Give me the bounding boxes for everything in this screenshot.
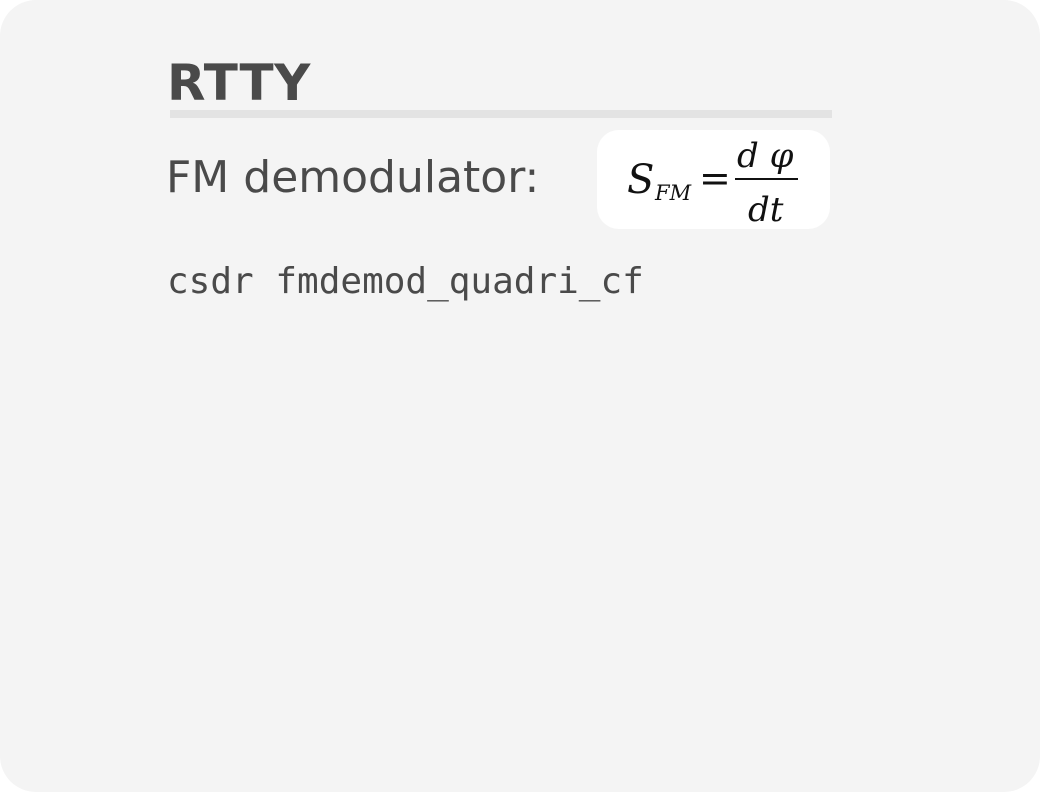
formula-numerator: d φ — [737, 136, 794, 176]
subtitle: FM demodulator: — [166, 152, 540, 203]
formula-equals: = — [699, 156, 731, 200]
title-underline — [170, 110, 832, 118]
formula-graphic: S FM = d φ dt — [627, 136, 798, 229]
slide-title: RTTY — [167, 54, 311, 112]
formula-denominator: dt — [748, 190, 784, 229]
formula-lhs-symbol: S — [627, 157, 654, 203]
formula-lhs-subscript: FM — [654, 181, 692, 205]
formula-box: S FM = d φ dt — [597, 130, 830, 229]
command-code: csdr fmdemod_quadri_cf — [167, 261, 644, 302]
